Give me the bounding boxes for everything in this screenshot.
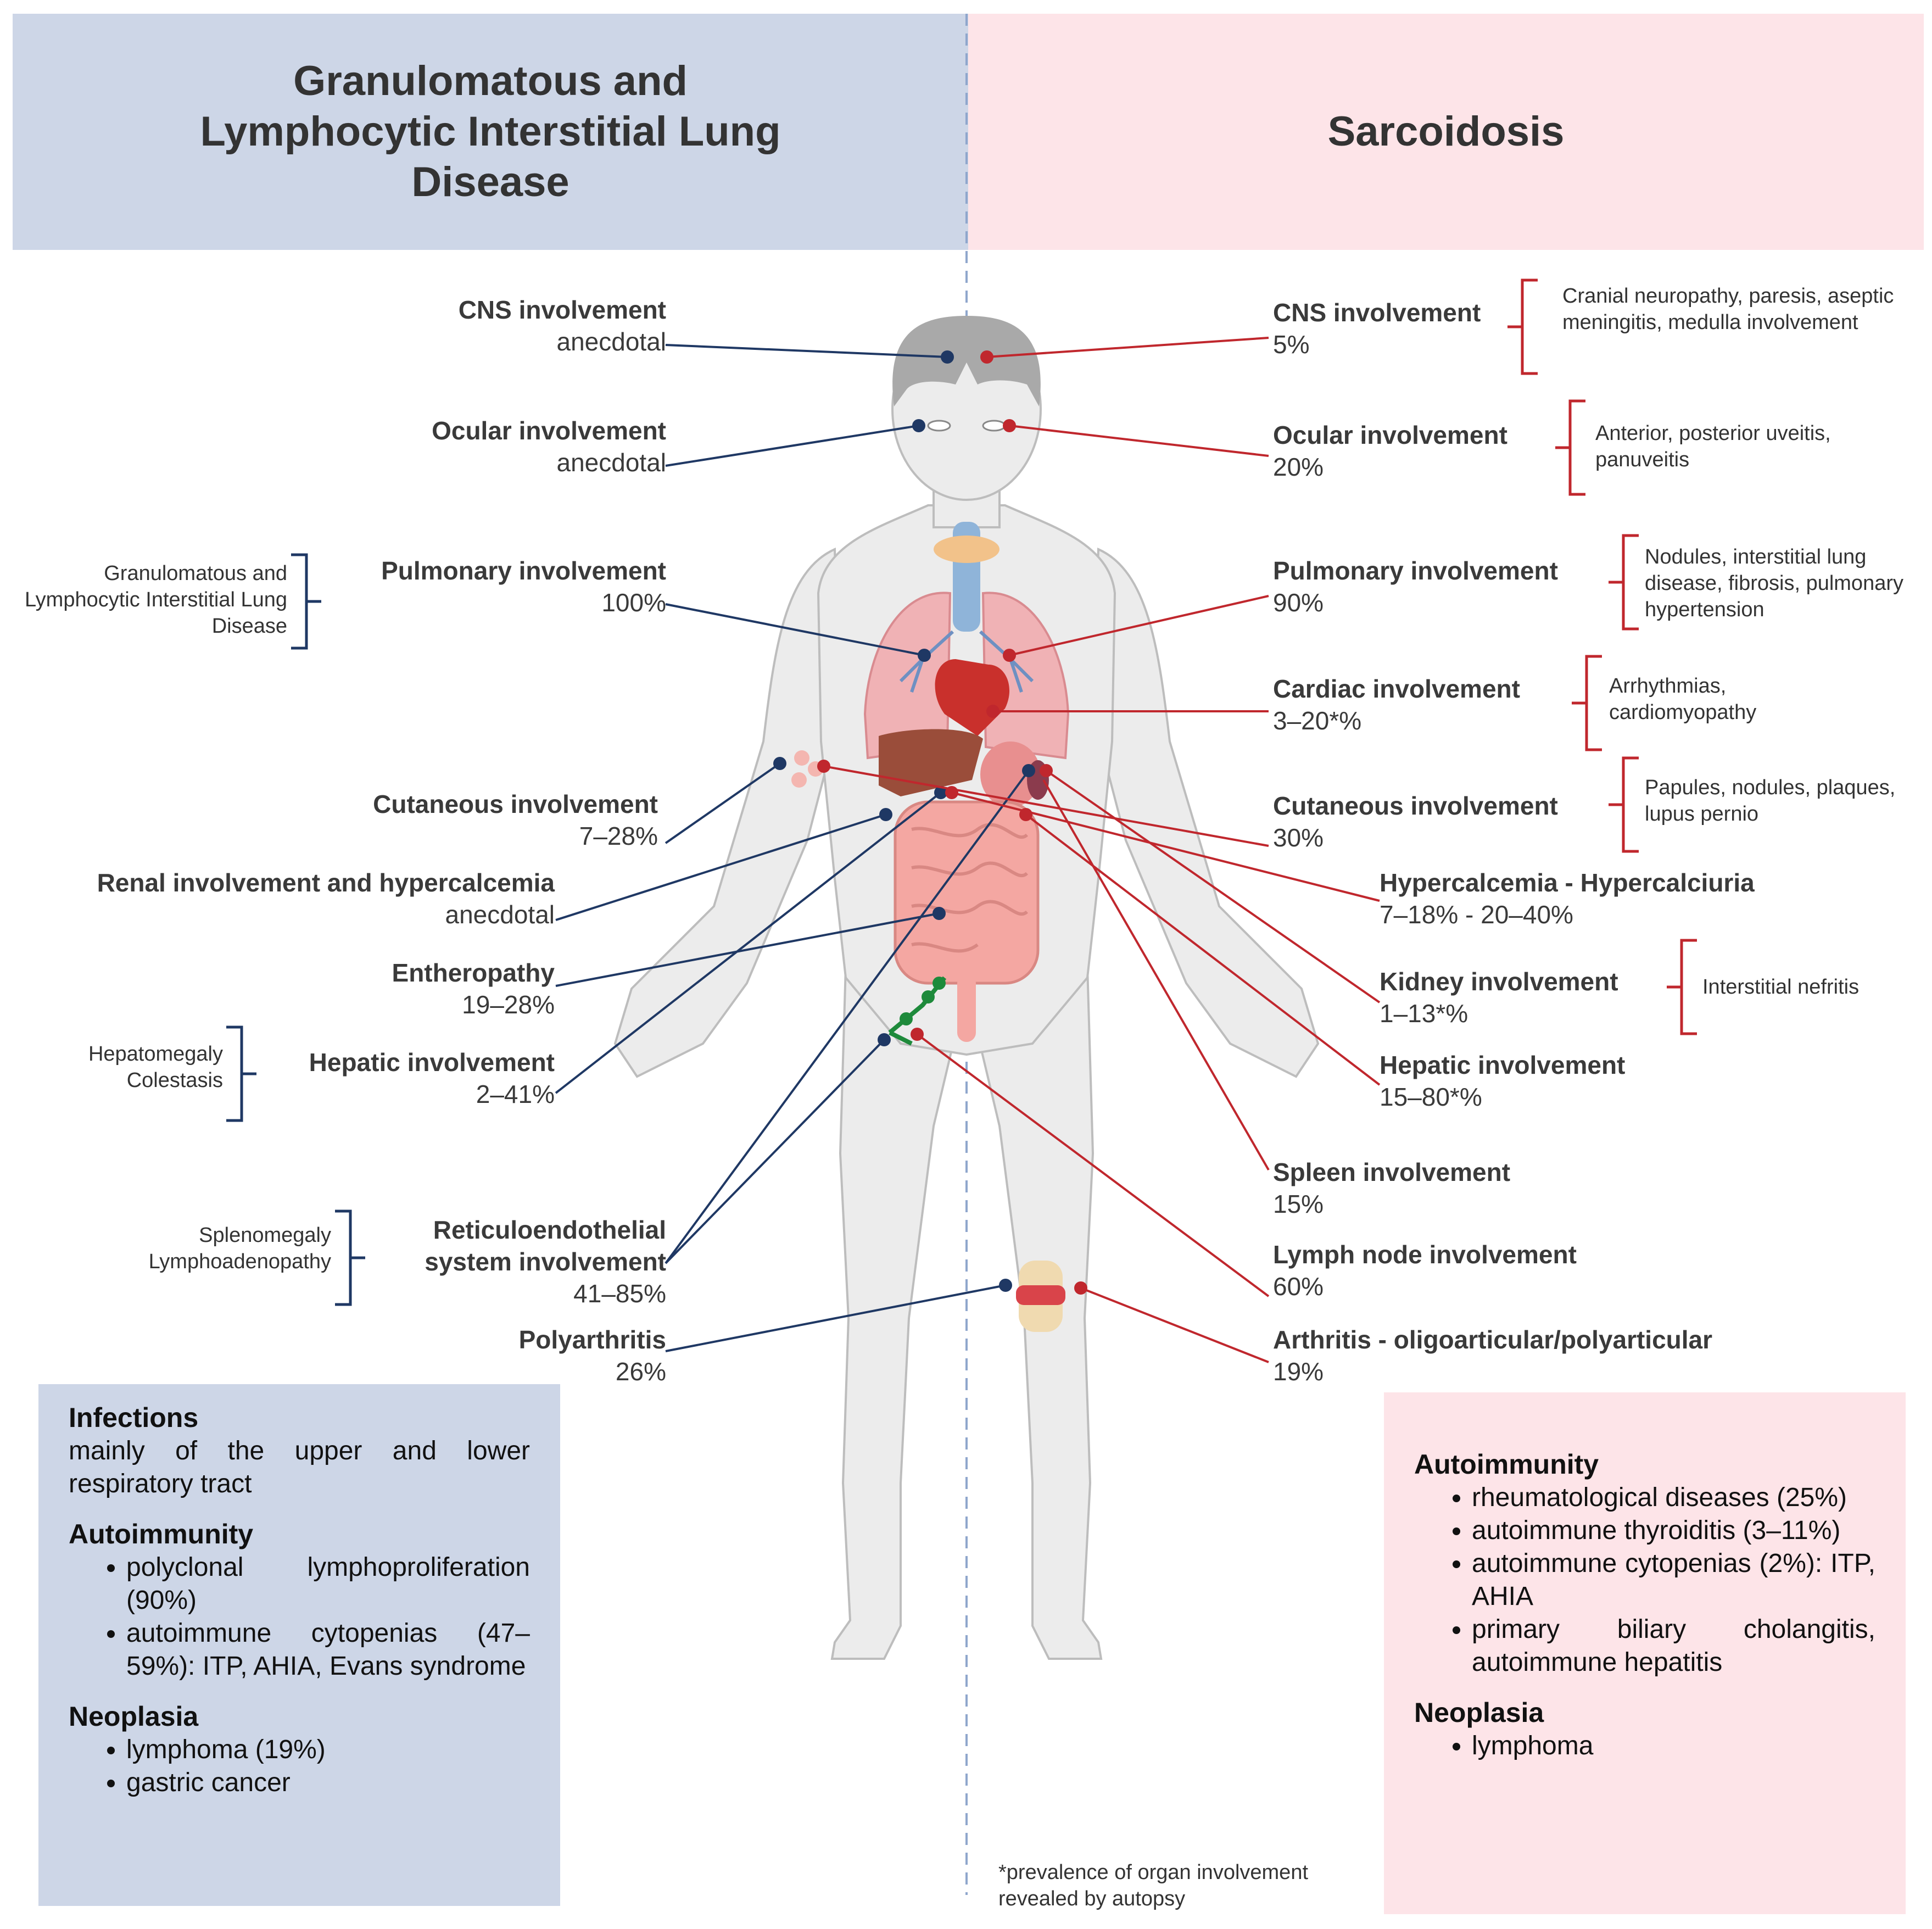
- glild-infections-text: mainly of the upper and lower respirator…: [69, 1436, 530, 1498]
- sarc-neoplasia-list: lymphoma: [1414, 1730, 1875, 1763]
- list-item: rheumatological diseases (25%): [1472, 1481, 1875, 1514]
- glild-autoimmunity-heading: Autoimmunity: [69, 1519, 254, 1549]
- sarcoidosis-header-title: Sarcoidosis: [1327, 108, 1565, 155]
- sarc-cns-note: Cranial neuropathy, paresis, aseptic men…: [1562, 285, 1894, 334]
- list-item: lymphoma: [1472, 1730, 1875, 1763]
- glild-header: Granulomatous and Lymphocytic Interstiti…: [13, 14, 968, 250]
- glild-reticulo-note: Splenomegaly Lymphoadenopathy: [148, 1224, 331, 1273]
- autopsy-footnote: *prevalence of organ involvement reveale…: [998, 1861, 1309, 1910]
- glild-infections-heading: Infections: [69, 1402, 199, 1433]
- glild-pulmonary-note: Granulomatous and Lymphocytic Interstiti…: [24, 562, 287, 638]
- sarcoidosis-info-box: Autoimmunity rheumatological diseases (2…: [1384, 1392, 1906, 1914]
- sarcoidosis-brackets: [1507, 278, 1697, 1035]
- list-item: autoimmune thyroiditis (3–11%): [1472, 1514, 1875, 1547]
- glild-neoplasia-list: lymphoma (19%) gastric cancer: [69, 1733, 530, 1799]
- list-item: gastric cancer: [126, 1766, 530, 1799]
- glild-brackets: [226, 553, 365, 1306]
- sarc-neoplasia-heading: Neoplasia: [1414, 1697, 1544, 1728]
- glild-info-box: Infections mainly of the upper and lower…: [38, 1384, 560, 1906]
- list-item: polyclonal lymphoproliferation (90%): [126, 1551, 530, 1617]
- sarc-cardiac-note: Arrhythmias, cardiomyopathy: [1609, 674, 1757, 724]
- sarc-autoimmunity-heading: Autoimmunity: [1414, 1449, 1599, 1480]
- stomach: [980, 742, 1041, 807]
- glild-neoplasia-heading: Neoplasia: [69, 1701, 199, 1732]
- sarcoidosis-connectors: [823, 337, 1381, 1363]
- skin-lesion: [794, 750, 809, 766]
- sarc-pulmonary-note: Nodules, interstitial lung disease, fibr…: [1645, 545, 1903, 621]
- glild-header-title: Granulomatous and Lymphocytic Interstiti…: [200, 58, 781, 205]
- list-item: autoimmune cytopenias (47–59%): ITP, AHI…: [126, 1617, 530, 1683]
- list-item: autoimmune cytopenias (2%): ITP, AHIA: [1472, 1547, 1875, 1613]
- glild-markers: [773, 350, 1035, 1292]
- sarc-kidney-note: Interstitial nefritis: [1702, 975, 1860, 999]
- glild-hepatic-note: Hepatomegaly Colestasis: [88, 1042, 223, 1092]
- hair: [892, 316, 1041, 406]
- sarcoidosis-markers: [817, 350, 1087, 1295]
- sarc-arthritis-label: Arthritis - oligoarticular/polyarticular…: [1273, 1325, 1713, 1386]
- glild-connectors: [555, 344, 1030, 1352]
- thyroid: [934, 536, 999, 563]
- sarcoidosis-header: Sarcoidosis: [968, 14, 1924, 250]
- sarc-cutaneous-note: Papules, nodules, plaques, lupus pernio: [1645, 776, 1896, 826]
- glild-autoimmunity-list: polyclonal lymphoproliferation (90%) aut…: [69, 1551, 530, 1683]
- list-item: primary biliary cholangitis, autoimmune …: [1472, 1613, 1875, 1679]
- sarc-ocular-note: Anterior, posterior uveitis, panuveitis: [1595, 422, 1831, 471]
- list-item: lymphoma (19%): [126, 1733, 530, 1766]
- sarc-autoimmunity-list: rheumatological diseases (25%) autoimmun…: [1414, 1481, 1875, 1679]
